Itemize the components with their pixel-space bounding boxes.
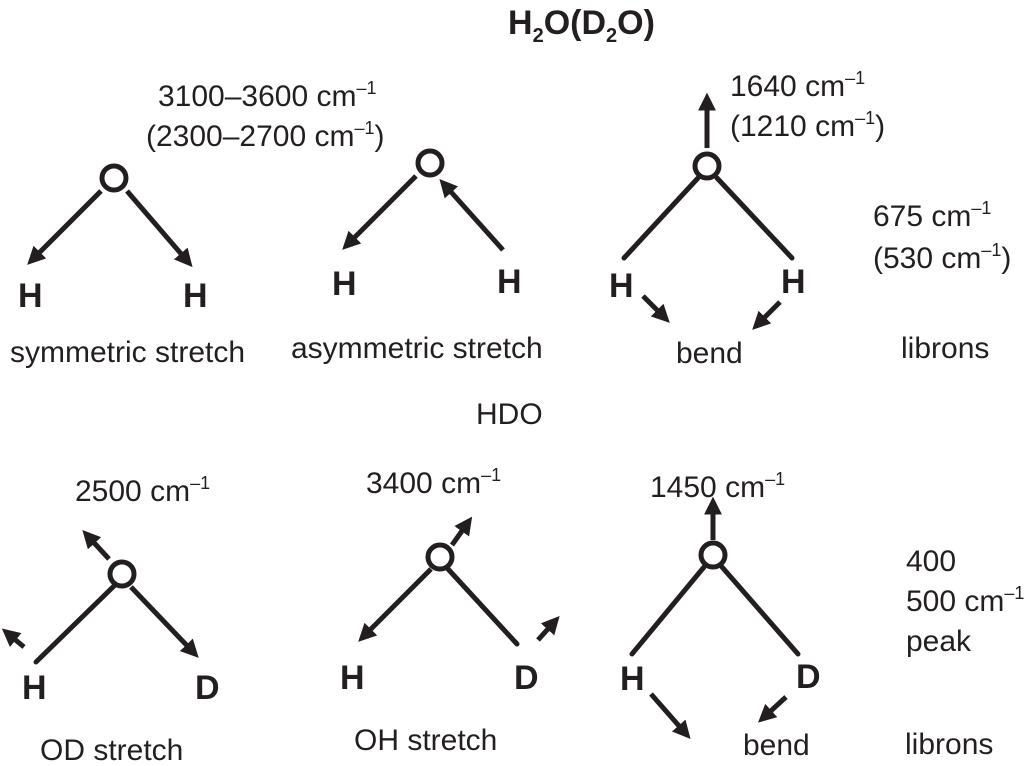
hydrogen-atom-label: H (340, 659, 365, 697)
oh-stretch-wavenumber: 3400 cm–1 (366, 465, 501, 500)
h-displacement-arrow (27, 189, 103, 265)
hydrogen-atom-label: H (18, 277, 43, 315)
oxygen-atom (415, 148, 445, 178)
d2o-librons-wavenumber: (530 cm–1) (873, 240, 1011, 275)
hdo-librons-wavenumber-1: 400 (906, 545, 956, 578)
hydrogen-atom-label: H (609, 267, 634, 305)
hydrogen-atom-label: H (620, 660, 645, 698)
h-displacement-arrow (1, 628, 26, 649)
symmetric-stretch-molecule: H H (18, 163, 208, 315)
h2o-stretch-wavenumber: 3100–3600 cm–1 (158, 78, 377, 113)
h-displacement-arrow (641, 294, 670, 323)
hdo-section-title: HDO (476, 398, 543, 431)
deuterium-atom-label: D (195, 669, 220, 707)
oh-bond (629, 564, 707, 657)
hydrogen-atom-label: H (22, 669, 47, 707)
hdo-librons-label: librons (905, 728, 993, 761)
oxygen-atom (99, 163, 129, 193)
diagram-title: H2O(D2O) (508, 4, 655, 47)
oh-stretch-molecule: H D (340, 516, 560, 697)
oh-bond (621, 175, 701, 261)
h2o-bend-wavenumber: 1640 cm–1 (730, 68, 865, 103)
symmetric-stretch-label: symmetric stretch (10, 336, 245, 369)
h2o-librons-wavenumber: 675 cm–1 (873, 198, 991, 233)
h-displacement-arrow (342, 174, 418, 250)
od-stretch-wavenumber: 2500 cm–1 (75, 473, 210, 508)
h-displacement-arrow (125, 189, 193, 268)
oh-bond (714, 175, 795, 261)
d-displacement-arrow (129, 585, 199, 658)
hdo-bend-molecule: H D (620, 496, 821, 740)
hdo-bend-wavenumber: 1450 cm–1 (650, 469, 785, 504)
hydrogen-atom-label: H (332, 265, 357, 303)
hydrogen-atom-label: H (781, 263, 806, 301)
od-bond (719, 564, 801, 657)
hdo-bend-label: bend (743, 729, 810, 762)
d-displacement-arrow (758, 695, 788, 723)
d2o-bend-wavenumber: (1210 cm–1) (730, 108, 885, 143)
h-displacement-arrow (649, 692, 691, 740)
deuterium-atom-label: D (514, 659, 539, 697)
oxygen-atom (107, 559, 137, 589)
hydrogen-atom-label: H (183, 277, 208, 315)
oxygen-atom (692, 151, 722, 181)
oxygen-atom (425, 542, 455, 572)
hdo-librons-peak: peak (906, 625, 972, 658)
h-displacement-arrow (358, 567, 433, 642)
librons-label: librons (901, 332, 989, 365)
oh-bond (33, 583, 117, 665)
bend-molecule: H H (609, 92, 806, 330)
od-stretch-molecule: H D (1, 530, 220, 707)
asymmetric-stretch-molecule: H H (332, 148, 522, 303)
hdo-librons-wavenumber-2: 500 cm–1 (906, 583, 1024, 618)
od-stretch-label: OD stretch (40, 734, 183, 766)
d-displacement-arrow (536, 615, 560, 642)
d2o-stretch-wavenumber: (2300–2700 cm–1) (146, 118, 385, 153)
bend-label: bend (676, 337, 743, 370)
h-displacement-arrow (752, 300, 782, 330)
h-displacement-arrow (439, 178, 505, 252)
deuterium-atom-label: D (796, 658, 821, 696)
oh-stretch-label: OH stretch (354, 724, 497, 757)
hydrogen-atom-label: H (497, 263, 522, 301)
asymmetric-stretch-label: asymmetric stretch (291, 332, 543, 365)
od-bond (445, 566, 520, 647)
oxygen-atom (698, 540, 728, 570)
oxygen-displacement-arrow (82, 530, 111, 561)
oxygen-displacement-arrow (449, 516, 473, 547)
